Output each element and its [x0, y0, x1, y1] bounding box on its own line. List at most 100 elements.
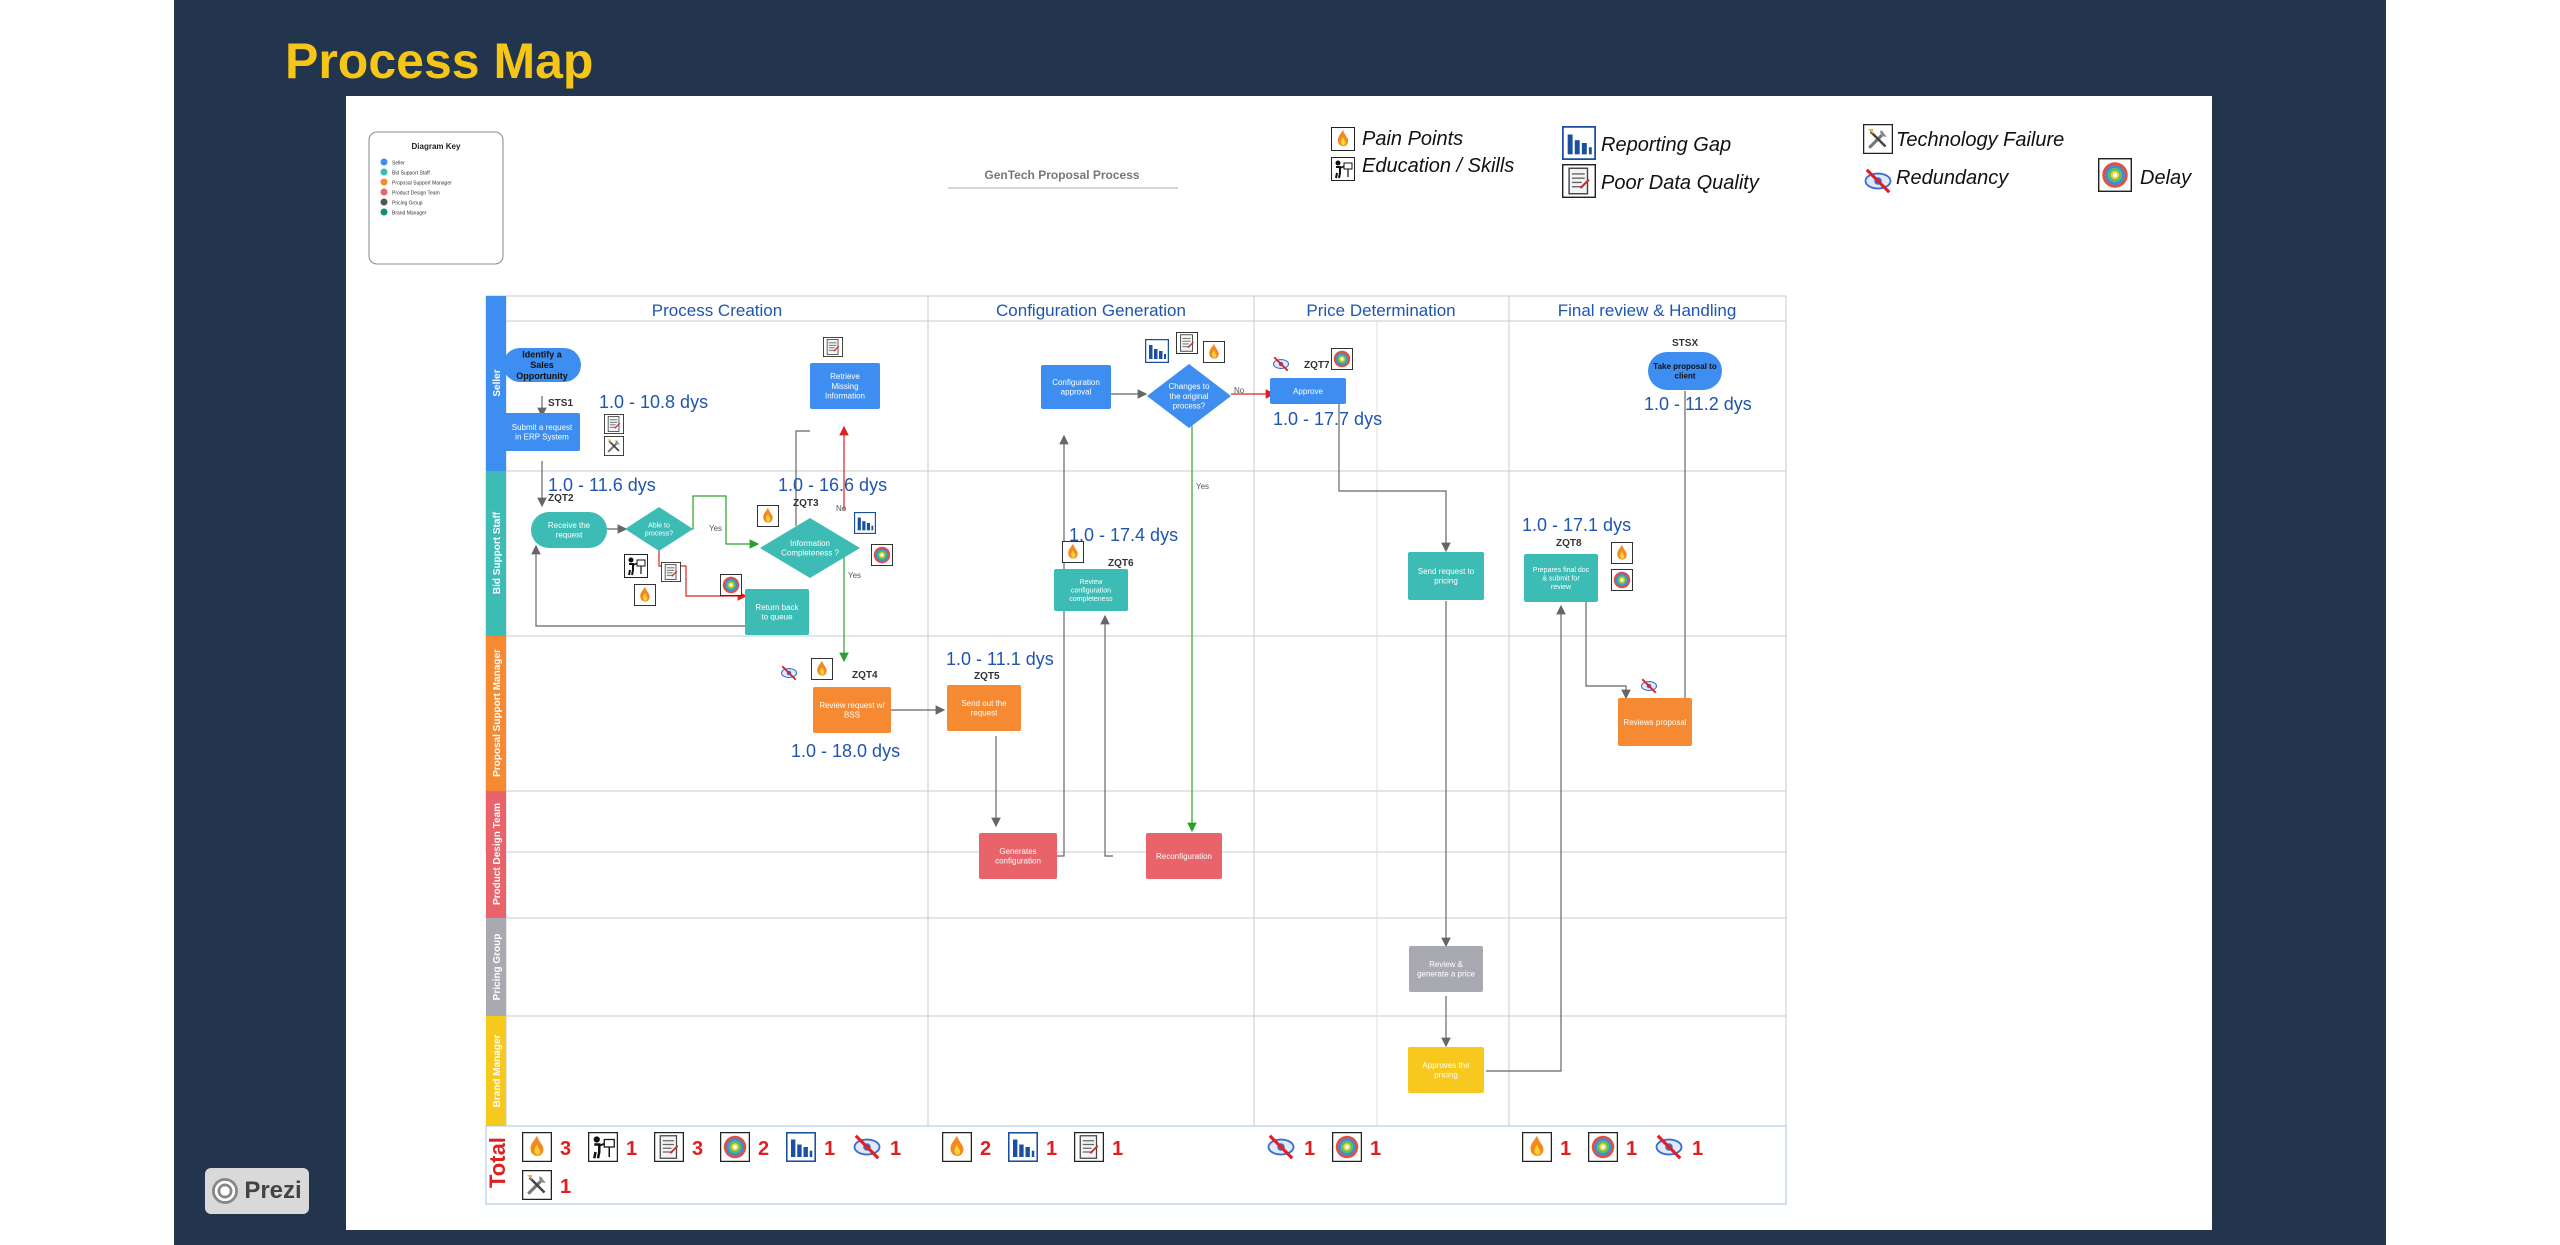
svg-text:approval: approval	[1061, 388, 1092, 397]
lane-bar-product-design	[486, 791, 506, 918]
node-reconfig[interactable]: Reconfiguration	[1146, 833, 1222, 879]
legend-label-redundancy: Redundancy	[1896, 167, 2009, 189]
flow-connectors	[531, 389, 1686, 1072]
total-count: 1	[1304, 1138, 1315, 1160]
target-icon	[2098, 158, 2132, 192]
prezi-badge[interactable]: Prezi	[205, 1168, 309, 1214]
diagram-key-title: Diagram Key	[412, 142, 461, 151]
svg-text:Submit a request: Submit a request	[512, 423, 573, 432]
node-review-bss[interactable]: Review request w/BSS	[813, 687, 891, 733]
document-icon	[1074, 1132, 1104, 1162]
flame-icon	[757, 505, 779, 527]
total-item: 1	[588, 1132, 637, 1162]
duration-zqt2: 1.0 - 11.6 dys	[548, 475, 656, 495]
svg-text:Configuration: Configuration	[1052, 378, 1100, 387]
svg-text:BSS: BSS	[844, 711, 860, 720]
duration-zqt3: 1.0 - 16.6 dys	[778, 475, 887, 495]
node-review-price[interactable]: Review &generate a price	[1409, 946, 1483, 992]
document-icon	[823, 337, 843, 357]
lane-label-bid-support: Bid Support Staff	[492, 511, 503, 594]
total-item: 1	[786, 1132, 835, 1162]
lane-label-pricing-group: Pricing Group	[492, 934, 503, 1001]
key-dot	[380, 168, 388, 176]
key-dot	[380, 188, 388, 196]
lane-label-product-design: Product Design Team	[492, 803, 503, 905]
bar-chart-icon	[854, 512, 876, 534]
svg-text:Sales: Sales	[530, 360, 554, 370]
legend-label-poor-data: Poor Data Quality	[1601, 172, 1760, 194]
issue-legend: Pain Points Education / Skills Reporting…	[1331, 124, 2192, 198]
svg-text:Missing: Missing	[831, 382, 858, 391]
duration-zqt5: 1.0 - 11.1 dys	[946, 649, 1054, 669]
flame-icon	[1611, 542, 1633, 564]
total-item: 1	[852, 1134, 901, 1160]
bar-chart-icon	[1562, 126, 1596, 160]
svg-text:Changes to: Changes to	[1169, 382, 1210, 391]
phase-header-process-creation: Process Creation	[652, 301, 782, 320]
code-zqt6: ZQT6	[1108, 558, 1134, 569]
total-count: 1	[626, 1138, 637, 1160]
svg-text:Generates: Generates	[999, 847, 1036, 856]
total-item: 1	[1332, 1132, 1381, 1162]
target-icon	[1331, 348, 1353, 370]
phase-header-price-determination: Price Determination	[1306, 301, 1455, 320]
svg-text:pricing: pricing	[1434, 1071, 1458, 1080]
node-able[interactable]: Able to process?	[625, 507, 693, 551]
svg-text:Approve: Approve	[1293, 387, 1323, 396]
lane-bar-seller	[486, 296, 506, 471]
svg-text:client: client	[1675, 372, 1696, 381]
edge-labels: Yes No Yes No Yes	[709, 386, 1245, 580]
code-zqt7: ZQT7	[1304, 360, 1330, 371]
target-icon	[720, 574, 742, 596]
svg-text:Review: Review	[1080, 579, 1104, 586]
total-item: 2	[942, 1132, 991, 1162]
lane-bar-proposal-support	[486, 636, 506, 791]
svg-text:Receive the: Receive the	[548, 521, 591, 530]
key-item-label: Proposal Support Manager	[392, 181, 452, 187]
svg-text:process?: process?	[645, 531, 674, 538]
totals-label: Total	[485, 1137, 510, 1188]
page-title: Process Map	[285, 33, 594, 89]
total-count: 2	[980, 1138, 991, 1160]
node-approve[interactable]: Approve	[1270, 378, 1346, 404]
bar-chart-icon	[1008, 1132, 1038, 1162]
legend-label-education: Education / Skills	[1362, 155, 1514, 177]
prezi-label: Prezi	[244, 1177, 302, 1204]
bar-chart-icon	[1145, 339, 1169, 363]
legend-label-delay: Delay	[2140, 167, 2192, 189]
svg-text:to queue: to queue	[761, 613, 793, 622]
node-reviews-proposal[interactable]: Reviews proposal	[1618, 698, 1692, 746]
crossed-eye-icon	[1863, 168, 1893, 194]
key-item-label: Pricing Group	[392, 201, 423, 207]
svg-text:Able to: Able to	[648, 522, 670, 529]
code-zqt8: ZQT8	[1556, 538, 1582, 549]
svg-text:Prepares final doc: Prepares final doc	[1533, 567, 1590, 574]
person-sign-icon	[588, 1132, 618, 1162]
total-item: 2	[720, 1132, 769, 1162]
total-count: 1	[1112, 1138, 1123, 1160]
flame-icon	[811, 658, 833, 680]
document-icon	[654, 1132, 684, 1162]
flame-icon	[634, 584, 656, 606]
edge-label-no-changes: No	[1234, 386, 1245, 395]
svg-text:Reviews proposal: Reviews proposal	[1623, 718, 1686, 727]
